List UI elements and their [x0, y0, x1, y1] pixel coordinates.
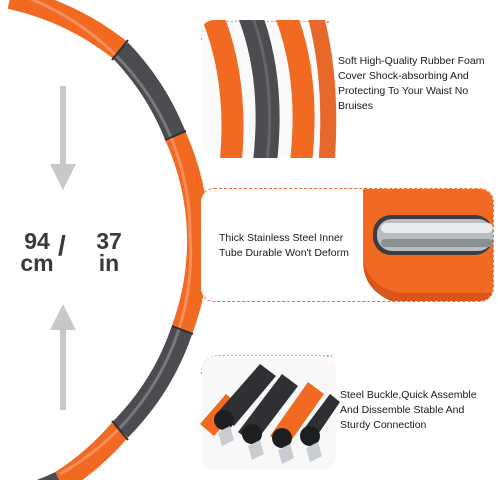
steel-buckle-photo	[200, 354, 495, 472]
feature-caption-buckle: Steel Buckle,Quick Assemble And Dissembl…	[340, 389, 477, 431]
foam-cover-photo	[200, 20, 495, 158]
metric-dimension: 94 cm	[14, 228, 60, 276]
steel-tube-inset: Thick Stainless Steel Inner Tube Durable…	[200, 188, 494, 302]
imperial-dimension: 37 in	[84, 228, 134, 276]
dimension-separator: /	[58, 230, 66, 261]
imperial-unit: in	[98, 250, 120, 276]
arrow-up-icon	[50, 304, 76, 410]
steel-tube-photo	[201, 189, 493, 301]
metric-unit: cm	[20, 250, 54, 276]
foam-cover-inset: Soft High-Quality Rubber Foam Cover Shoc…	[200, 20, 495, 158]
steel-buckle-inset: Steel Buckle,Quick Assemble And Dissembl…	[200, 354, 495, 472]
feature-caption-foam: Soft High-Quality Rubber Foam Cover Shoc…	[338, 55, 485, 112]
arrow-down-icon	[50, 86, 76, 190]
imperial-value: 37	[96, 228, 122, 254]
metric-value: 94	[24, 228, 50, 254]
feature-caption-steel-tube: Thick Stainless Steel Inner Tube Durable…	[219, 232, 349, 259]
